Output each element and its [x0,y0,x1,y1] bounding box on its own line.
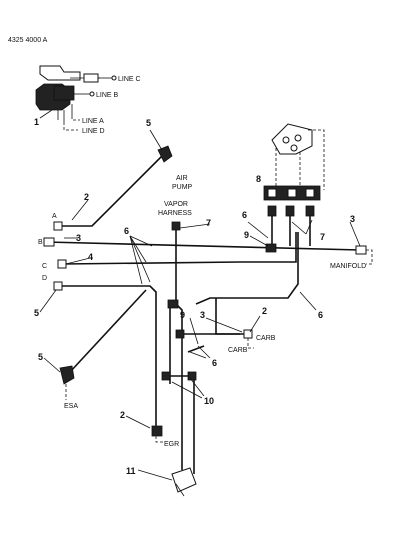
callout-6-mid: 6 [242,210,247,220]
line-b-label: LINE B [96,92,119,99]
end-label-d: D [42,275,47,282]
callout-9-right: 9 [244,230,249,240]
callout-3-carb: 3 [200,310,205,320]
callout-2-carb: 2 [262,306,267,316]
valve-assembly-inset [35,65,117,131]
callout-11: 11 [126,466,136,476]
vapor-harness-label-line-2: HARNESS [158,210,192,217]
callout-10: 10 [204,396,214,406]
callout-3-left: 3 [76,233,81,243]
callout-6-right: 6 [318,310,323,320]
callout-2-egr: 2 [120,410,125,420]
end-label-a: A [52,213,57,220]
callout-6-low: 6 [212,358,217,368]
callout-4: 4 [88,252,93,262]
callout-5-mid: 5 [34,308,39,318]
line-c-label: LINE C [118,76,141,83]
callout-1: 1 [34,117,39,127]
reference-code: 4325 4000 A [8,37,48,44]
manifold-connector-inset [263,123,325,201]
end-label-b: B [38,239,43,246]
callout-3-right: 3 [350,214,355,224]
callout-5-low: 5 [38,352,43,362]
callout-8: 8 [256,174,261,184]
air-pump-label-line-2: PUMP [172,184,193,191]
air-pump-label-line-1: AIR [176,175,188,182]
callout-7-right: 7 [320,232,325,242]
esa-label: ESA [64,403,78,410]
callout-7-vapor: 7 [206,218,211,228]
callout-2-top: 2 [84,192,89,202]
vapor-harness-label-line-1: VAPOR [164,201,188,208]
carb-label-upper: CARB [256,335,276,342]
egr-label: EGR [164,441,179,448]
carb-label-lower: CARB [228,347,248,354]
line-a-label: LINE A [82,118,104,125]
end-label-c: C [42,263,47,270]
callout-9-center: 9 [180,310,185,320]
callout-5-top: 5 [146,118,151,128]
callout-6-main: 6 [124,226,129,236]
line-d-label: LINE D [82,128,105,135]
manifold-label: MANIFOLD [330,263,366,270]
hose-routing [39,129,373,497]
